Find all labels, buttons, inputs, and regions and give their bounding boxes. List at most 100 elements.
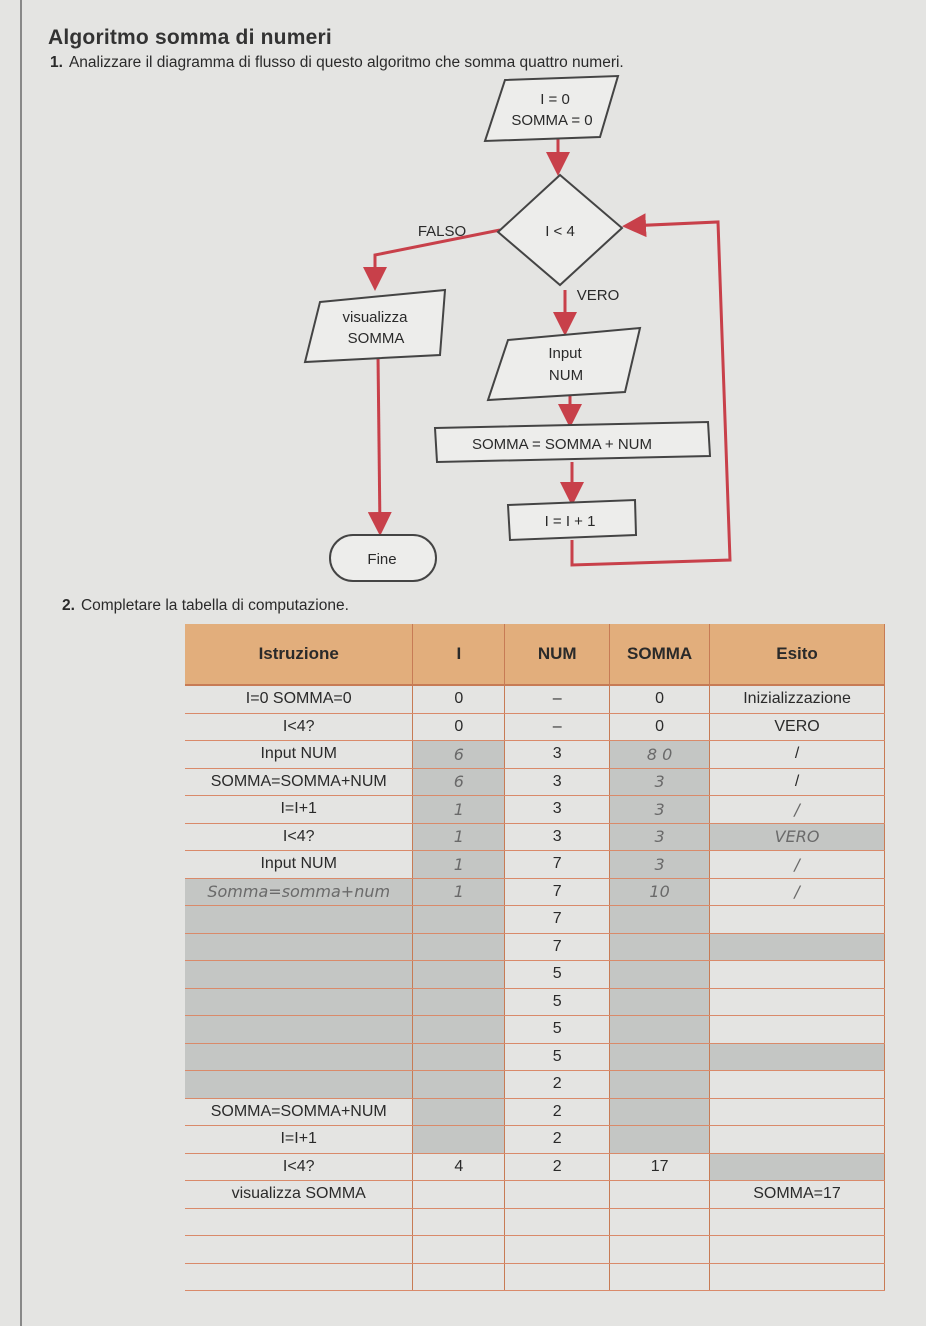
table-cell[interactable] xyxy=(412,1125,506,1154)
table-cell[interactable] xyxy=(609,933,711,961)
table-cell[interactable] xyxy=(412,988,506,1016)
table-cell[interactable] xyxy=(504,1235,611,1264)
table-cell[interactable]: 3 xyxy=(504,740,611,769)
table-cell[interactable]: 7 xyxy=(504,933,611,961)
table-cell[interactable] xyxy=(709,905,885,934)
table-cell[interactable]: / xyxy=(709,795,885,824)
table-cell[interactable] xyxy=(609,960,711,989)
table-cell[interactable]: I<4? xyxy=(185,823,414,851)
table-cell[interactable] xyxy=(185,1263,414,1291)
table-cell[interactable] xyxy=(609,1015,711,1044)
table-cell[interactable] xyxy=(709,1015,885,1044)
table-cell[interactable] xyxy=(412,1235,506,1264)
table-cell[interactable]: 3 xyxy=(609,795,711,824)
table-cell[interactable] xyxy=(185,1043,414,1071)
table-cell[interactable]: SOMMA=SOMMA+NUM xyxy=(185,768,414,796)
table-cell[interactable] xyxy=(185,1070,414,1099)
table-cell[interactable]: 8 0 xyxy=(609,740,711,769)
table-cell[interactable] xyxy=(185,960,414,989)
table-cell[interactable] xyxy=(609,1098,711,1126)
table-cell[interactable] xyxy=(609,1208,711,1236)
table-cell[interactable] xyxy=(709,1043,885,1071)
table-cell[interactable]: 0 xyxy=(609,713,711,741)
table-cell[interactable]: 3 xyxy=(609,823,711,851)
table-cell[interactable]: / xyxy=(709,768,885,796)
table-cell[interactable]: 1 xyxy=(412,878,506,906)
table-cell[interactable] xyxy=(709,933,885,961)
table-cell[interactable]: 0 xyxy=(609,685,711,714)
table-cell[interactable] xyxy=(709,960,885,989)
table-cell[interactable] xyxy=(609,1263,711,1291)
table-cell[interactable] xyxy=(185,1208,414,1236)
table-cell[interactable]: / xyxy=(709,740,885,769)
table-cell[interactable] xyxy=(609,1180,711,1209)
table-cell[interactable]: – xyxy=(504,685,611,714)
table-cell[interactable] xyxy=(504,1208,611,1236)
table-cell[interactable]: 5 xyxy=(504,1015,611,1044)
table-cell[interactable]: 5 xyxy=(504,960,611,989)
table-cell[interactable]: 7 xyxy=(504,878,611,906)
table-cell[interactable]: I<4? xyxy=(185,1153,414,1181)
table-cell[interactable]: / xyxy=(709,850,885,879)
table-cell[interactable]: 2 xyxy=(504,1098,611,1126)
table-cell[interactable] xyxy=(609,905,711,934)
table-cell[interactable] xyxy=(412,905,506,934)
table-cell[interactable] xyxy=(709,1125,885,1154)
table-cell[interactable]: SOMMA=17 xyxy=(709,1180,885,1209)
table-cell[interactable] xyxy=(709,1153,885,1181)
table-cell[interactable] xyxy=(709,1263,885,1291)
table-cell[interactable]: I=0 SOMMA=0 xyxy=(185,685,414,714)
table-cell[interactable]: 10 xyxy=(609,878,711,906)
table-cell[interactable] xyxy=(412,933,506,961)
table-cell[interactable]: Input NUM xyxy=(185,740,414,769)
table-cell[interactable]: 5 xyxy=(504,988,611,1016)
table-cell[interactable]: 6 xyxy=(412,768,506,796)
table-cell[interactable] xyxy=(412,1180,506,1209)
table-cell[interactable] xyxy=(412,1015,506,1044)
table-cell[interactable] xyxy=(185,988,414,1016)
table-cell[interactable]: VERO xyxy=(709,823,885,851)
table-cell[interactable]: 4 xyxy=(412,1153,506,1181)
table-cell[interactable] xyxy=(412,1098,506,1126)
table-cell[interactable]: 6 xyxy=(412,740,506,769)
table-cell[interactable] xyxy=(185,1235,414,1264)
table-cell[interactable] xyxy=(412,1070,506,1099)
table-cell[interactable]: 1 xyxy=(412,850,506,879)
table-cell[interactable]: 3 xyxy=(504,768,611,796)
table-cell[interactable] xyxy=(412,960,506,989)
table-cell[interactable] xyxy=(412,1043,506,1071)
table-cell[interactable]: I=I+1 xyxy=(185,1125,414,1154)
table-cell[interactable]: Inizializzazione xyxy=(709,685,885,714)
table-cell[interactable]: 3 xyxy=(609,850,711,879)
table-cell[interactable] xyxy=(609,988,711,1016)
table-cell[interactable] xyxy=(709,1208,885,1236)
table-cell[interactable]: Input NUM xyxy=(185,850,414,879)
table-cell[interactable] xyxy=(504,1180,611,1209)
table-cell[interactable]: 3 xyxy=(609,768,711,796)
table-cell[interactable] xyxy=(609,1070,711,1099)
table-cell[interactable] xyxy=(709,1235,885,1264)
table-cell[interactable]: 1 xyxy=(412,823,506,851)
table-cell[interactable] xyxy=(709,1070,885,1099)
table-cell[interactable] xyxy=(609,1235,711,1264)
table-cell[interactable]: 5 xyxy=(504,1043,611,1071)
table-cell[interactable]: – xyxy=(504,713,611,741)
table-cell[interactable]: 2 xyxy=(504,1153,611,1181)
table-cell[interactable]: 17 xyxy=(609,1153,711,1181)
table-cell[interactable] xyxy=(185,905,414,934)
table-cell[interactable] xyxy=(185,933,414,961)
table-cell[interactable] xyxy=(709,988,885,1016)
table-cell[interactable] xyxy=(609,1125,711,1154)
table-cell[interactable]: SOMMA=SOMMA+NUM xyxy=(185,1098,414,1126)
table-cell[interactable]: 2 xyxy=(504,1125,611,1154)
table-cell[interactable]: Somma=somma+num xyxy=(185,878,414,906)
table-cell[interactable]: VERO xyxy=(709,713,885,741)
table-cell[interactable]: visualizza SOMMA xyxy=(185,1180,414,1209)
table-cell[interactable]: 7 xyxy=(504,850,611,879)
table-cell[interactable]: 7 xyxy=(504,905,611,934)
table-cell[interactable] xyxy=(504,1263,611,1291)
table-cell[interactable]: 0 xyxy=(412,713,506,741)
table-cell[interactable] xyxy=(609,1043,711,1071)
table-cell[interactable]: 1 xyxy=(412,795,506,824)
table-cell[interactable] xyxy=(185,1015,414,1044)
